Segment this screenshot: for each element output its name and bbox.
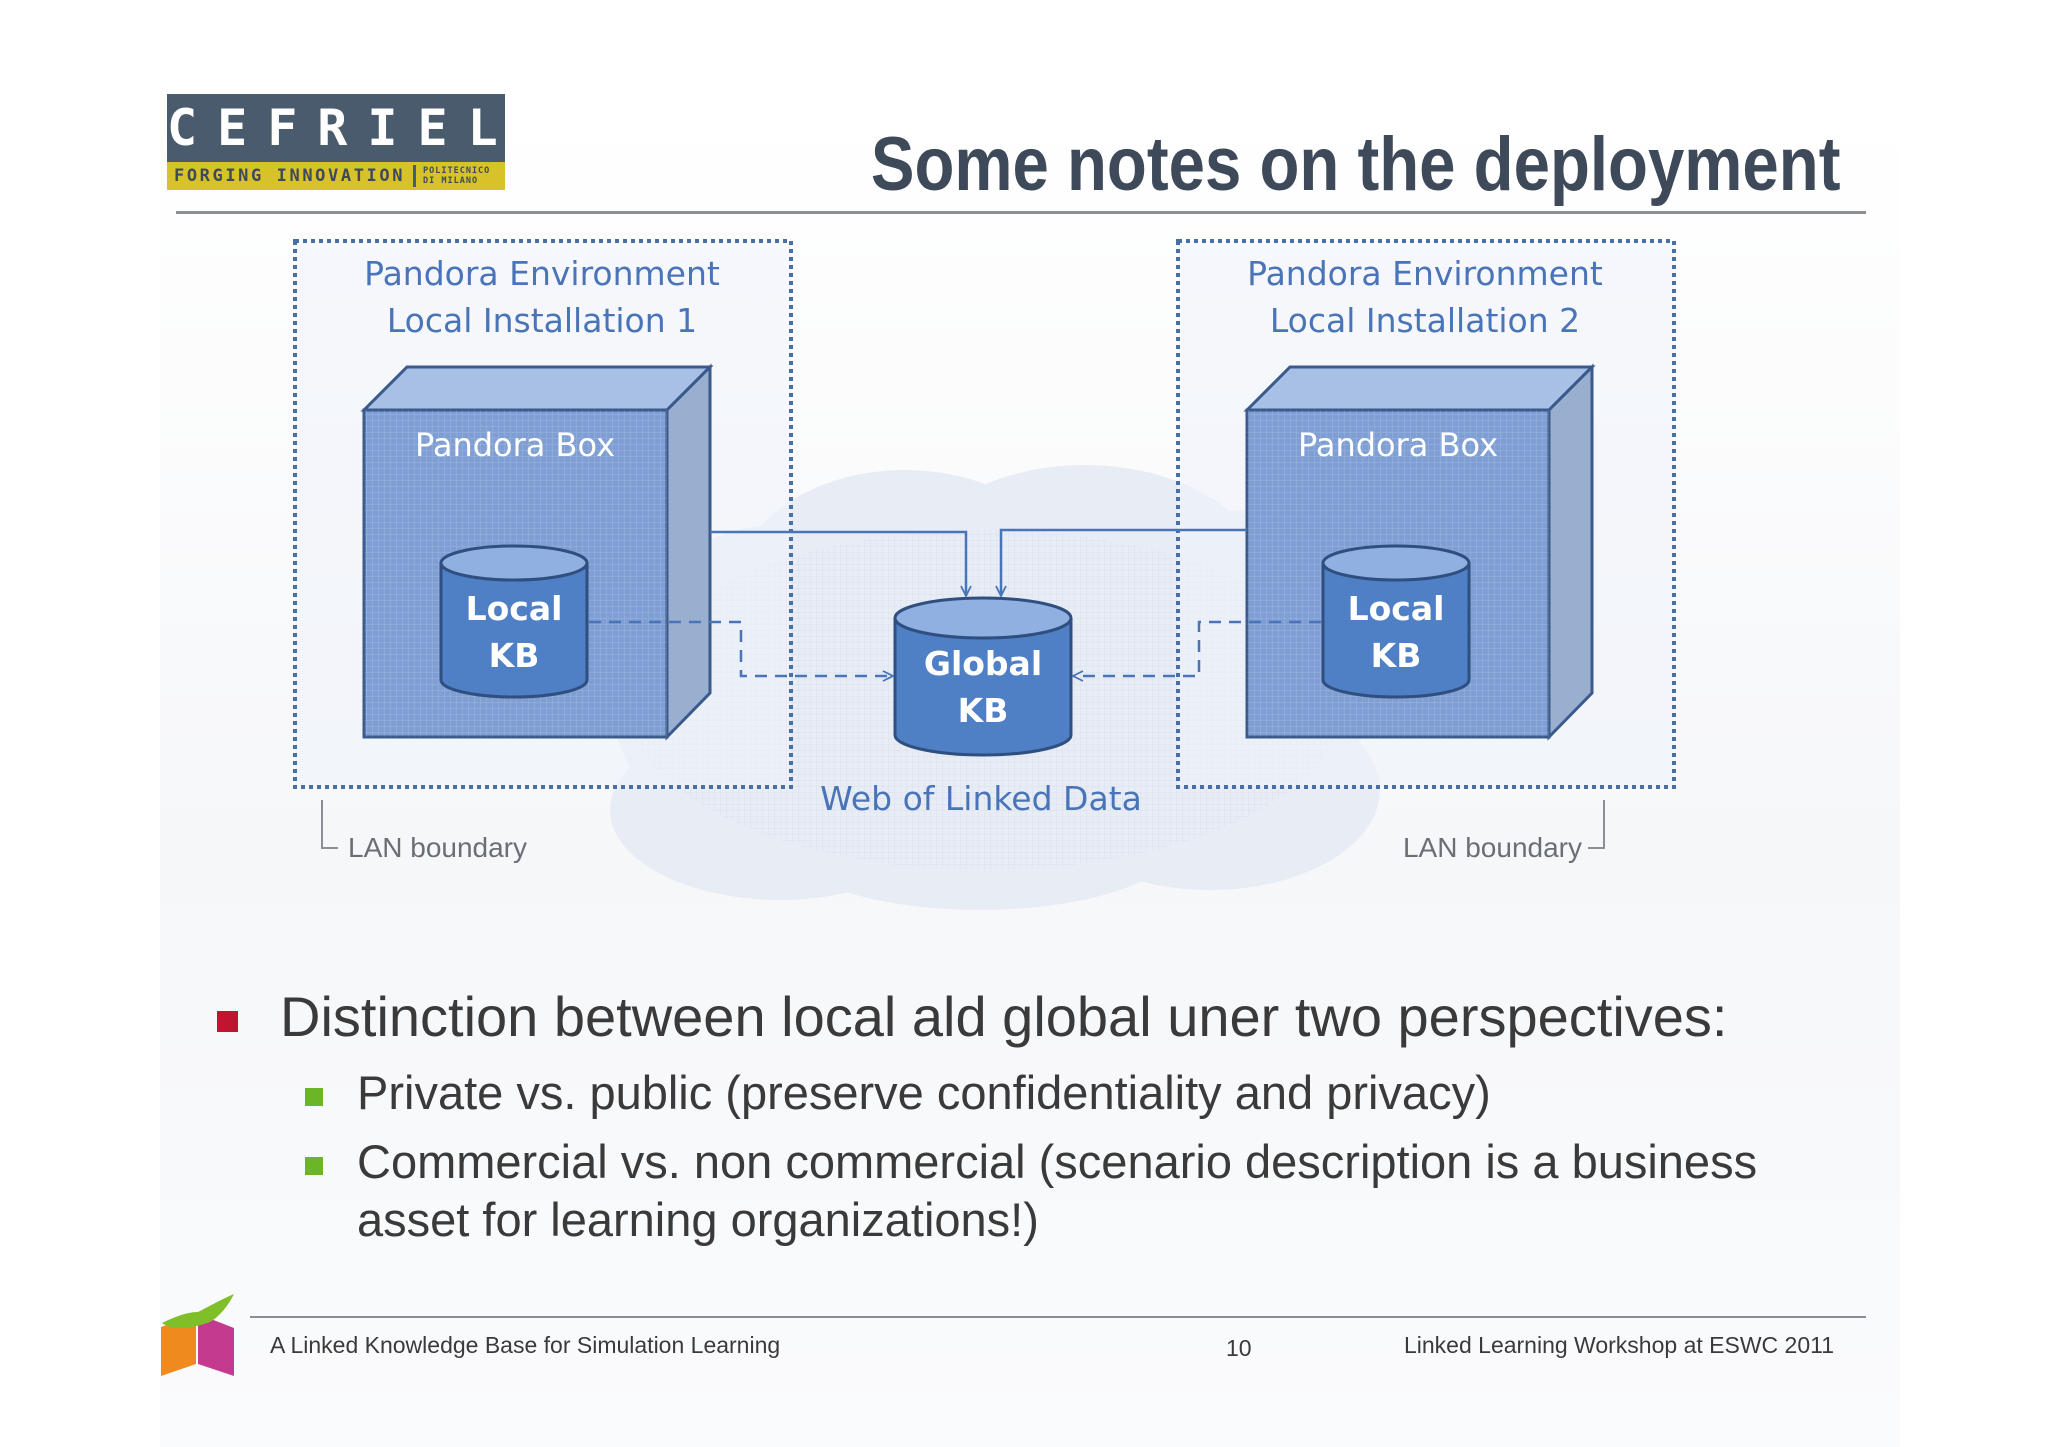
local-kb-2-cylinder: [1321, 544, 1471, 699]
footer-divider: [250, 1316, 1866, 1318]
bullet-marker-level2: [305, 1088, 323, 1106]
page-title: Some notes on the deployment: [870, 122, 1840, 207]
bullet-level1: Distinction between local ald global une…: [280, 985, 1728, 1048]
logo-tagline-bar: FORGING INNOVATION POLITECNICO DI MILANO: [167, 162, 505, 190]
logo-partner-line2: DI MILANO: [423, 176, 479, 186]
env-1-title-line1: Pandora Environment: [364, 254, 720, 293]
bullet-level2-item: Private vs. public (preserve confidentia…: [357, 1066, 1491, 1119]
env-1-title-line2: Local Installation 1: [387, 301, 697, 340]
local-kb-1-to-global-kb-arrow: [589, 620, 893, 676]
env-2-title-line2: Local Installation 2: [1270, 301, 1580, 340]
local-kb-1-label-line1: Local: [466, 589, 563, 628]
local-kb-2-to-global-kb-arrow: [1073, 620, 1321, 676]
footer-left: A Linked Knowledge Base for Simulation L…: [270, 1332, 781, 1358]
local-kb-1-label-line2: KB: [489, 636, 540, 675]
global-kb-label-line2: KB: [958, 691, 1009, 730]
bullet-level2-item: Commercial vs. non commercial (scenario …: [357, 1135, 1758, 1246]
box-2-label: Pandora Box: [1298, 426, 1498, 464]
logo-separator: [413, 165, 416, 187]
title-divider: [176, 211, 1866, 214]
lan-1-label: LAN boundary: [348, 832, 527, 863]
logo-partner-line1: POLITECNICO: [423, 166, 491, 176]
global-kb-label-line1: Global: [924, 644, 1042, 683]
box-1-to-global-kb-arrow: [710, 530, 966, 596]
box-1-label: Pandora Box: [415, 426, 615, 464]
local-kb-1-cylinder: [439, 544, 589, 699]
env-2-title-line1: Pandora Environment: [1247, 254, 1603, 293]
logo-partner: POLITECNICO DI MILANO: [423, 166, 501, 188]
global-kb-cylinder: [893, 596, 1073, 757]
footer-right: Linked Learning Workshop at ESWC 2011: [1403, 1332, 1834, 1358]
lan-2-label: LAN boundary: [1403, 832, 1582, 863]
lan-1-bracket: [321, 800, 338, 849]
cube-logo-icon: [161, 1294, 234, 1376]
cefriel-logo: CEFRIEL FORGING INNOVATION POLITECNICO D…: [167, 94, 505, 190]
footer-page-number: 10: [1226, 1335, 1252, 1361]
local-kb-2-label-line2: KB: [1371, 636, 1422, 675]
local-kb-2-label-line1: Local: [1348, 589, 1445, 628]
bullet-marker-level1: [217, 1011, 238, 1032]
logo-tagline: FORGING INNOVATION: [174, 166, 406, 186]
logo-name: CEFRIEL: [167, 94, 505, 162]
cloud-label: Web of Linked Data: [820, 779, 1142, 818]
lan-2-bracket: [1588, 800, 1605, 849]
bullet-marker-level2: [305, 1157, 323, 1175]
box-2-to-global-kb-arrow: [1001, 528, 1247, 596]
